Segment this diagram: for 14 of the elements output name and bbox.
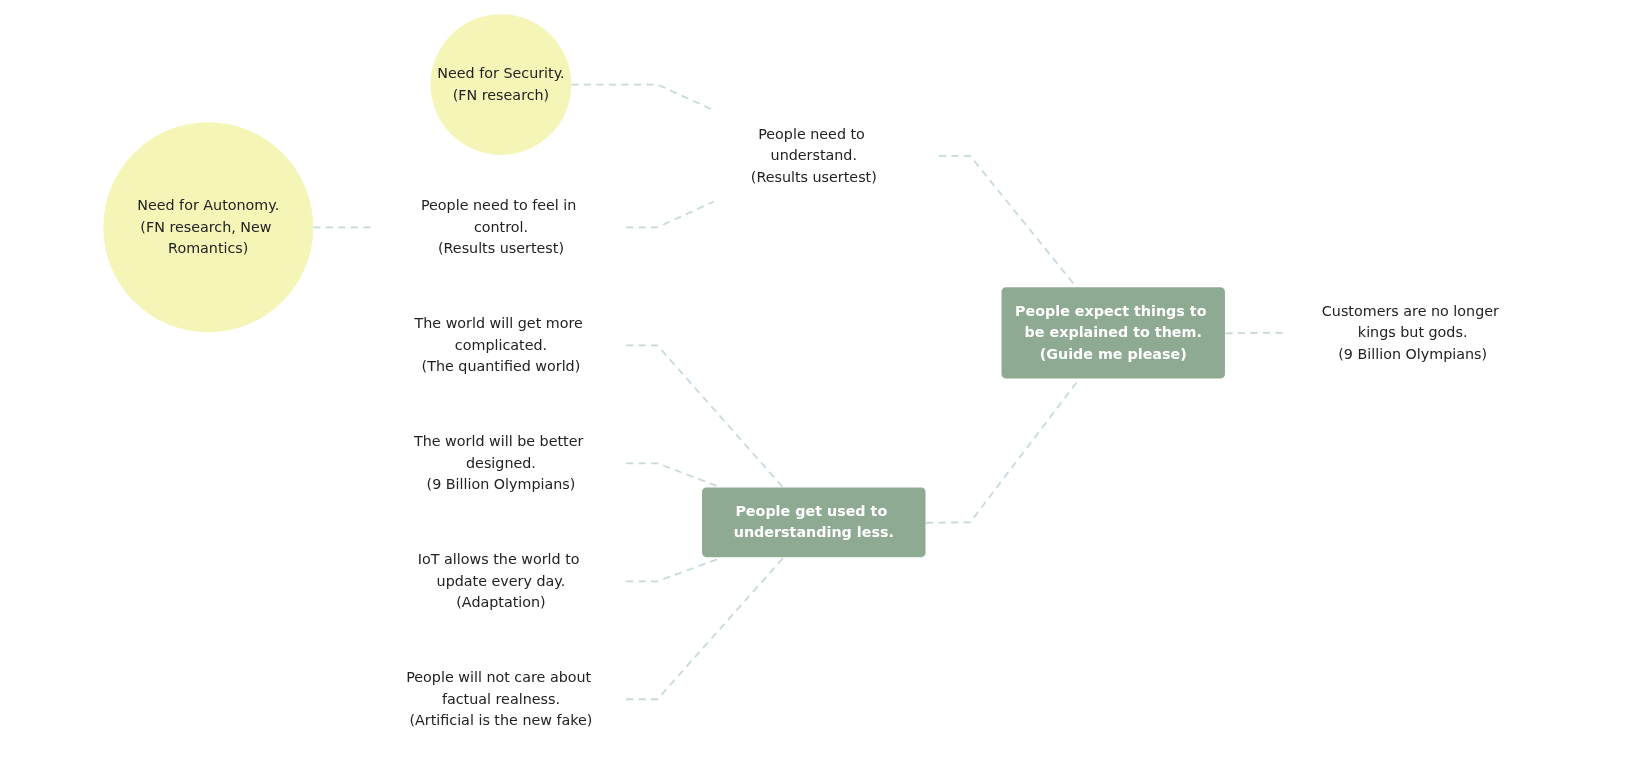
node-text: Customers are no longer kings but gods. (9 Billion Olympians)	[1321, 302, 1499, 363]
node-circle: Need for Security. (FN research)	[430, 14, 572, 155]
connector	[625, 200, 715, 229]
connector	[625, 556, 785, 701]
node-box: People get used to understanding less.	[702, 487, 926, 558]
node-text: IoT allows the world to update every day. (Adaptation)	[417, 550, 580, 611]
node-text: The world will get more complicated. (The quantified world)	[414, 314, 583, 375]
node-text: The world will be better designed. (9 Billion Olympians)	[413, 432, 584, 493]
connector	[625, 344, 785, 489]
node-circle: Need for Autonomy. (FN research, New Romantics)	[103, 122, 314, 333]
node-box: People expect things to be explained to them. (Guide me please)	[1001, 287, 1225, 379]
node-text: People need to feel in control. (Results usertest)	[420, 196, 577, 257]
node-text: People need to understand. (Results usertest)	[750, 125, 877, 186]
node-text: People will not care about factual realness. (Artificial is the new fake)	[406, 668, 593, 729]
